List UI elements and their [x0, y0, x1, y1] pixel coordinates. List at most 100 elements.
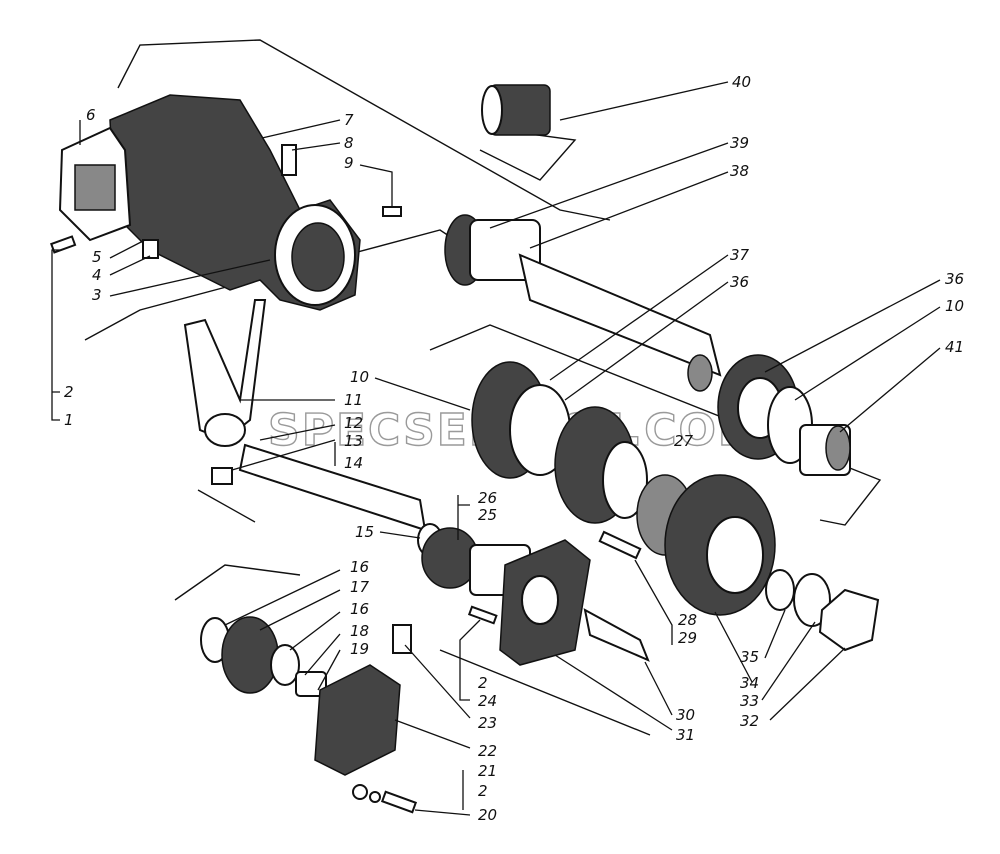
cover-31: [499, 539, 591, 666]
bolt-28: [598, 530, 642, 560]
label-28: 28: [678, 611, 697, 629]
leader-26-25: [457, 495, 470, 540]
leader-36a: [564, 281, 729, 401]
bolt-13: [211, 467, 233, 485]
bolt-1: [50, 235, 77, 254]
flange-34: [636, 474, 776, 616]
shift-rod-12: [238, 443, 427, 532]
leader-16a: [224, 569, 341, 626]
leader-30: [644, 661, 673, 716]
label-3: 3: [92, 286, 102, 304]
nut-32: [818, 588, 880, 652]
label-31: 31: [676, 726, 695, 744]
pin-14: [197, 489, 256, 523]
label-5: 5: [92, 248, 102, 266]
leader-28-29: [634, 559, 673, 645]
label-34: 34: [740, 674, 759, 692]
label-22: 22: [478, 742, 497, 760]
leader-3: [109, 259, 271, 297]
spring-30: [583, 608, 650, 662]
leader-17: [259, 589, 341, 631]
label-41: 41: [945, 338, 964, 356]
label-33: 33: [740, 692, 759, 710]
bolt-9: [382, 206, 402, 217]
leader-19: [317, 649, 341, 691]
leader-7: [261, 119, 341, 139]
group-outline-cover: [174, 564, 651, 736]
leader-31: [554, 654, 673, 731]
label-30: 30: [676, 706, 695, 724]
label-7: 7: [344, 111, 354, 129]
label-40: 40: [732, 73, 751, 91]
label-18: 18: [350, 622, 369, 640]
label-8: 8: [344, 134, 354, 152]
label-25: 25: [478, 506, 497, 524]
leader-5: [109, 239, 146, 259]
gear-17: [221, 616, 300, 694]
leader-2-1: [51, 249, 60, 421]
label-36b: 36: [945, 270, 964, 288]
shift-fork-11: [183, 299, 267, 447]
gearbox-housing: [58, 94, 361, 311]
label-2a: 2: [64, 383, 74, 401]
gear-27: [554, 406, 648, 524]
label-10a: 10: [945, 297, 964, 315]
leader-10b: [374, 377, 471, 411]
leader-37: [549, 254, 729, 381]
label-10b: 10: [350, 368, 369, 386]
cover-22: [314, 664, 401, 776]
leader-35: [764, 609, 786, 659]
label-9: 9: [344, 154, 354, 172]
leader-13-14: [231, 439, 336, 471]
label-1: 1: [64, 411, 74, 429]
label-27: 27: [674, 432, 694, 450]
label-6: 6: [86, 106, 96, 124]
sleeve-41: [799, 424, 851, 476]
leader-12: [259, 424, 336, 441]
label-17: 17: [350, 578, 370, 596]
label-16b: 16: [350, 600, 369, 618]
label-24: 24: [478, 692, 497, 710]
label-4: 4: [92, 266, 102, 284]
leader-21-20: [414, 770, 471, 816]
label-13: 13: [344, 432, 363, 450]
leader-39: [489, 142, 729, 229]
label-23: 23: [478, 714, 497, 732]
leader-36b: [764, 279, 941, 373]
label-36a: 36: [730, 273, 749, 291]
leader-22: [394, 719, 471, 749]
label-37: 37: [730, 246, 750, 264]
bolt-20: [380, 790, 418, 814]
label-35: 35: [740, 648, 759, 666]
label-20: 20: [478, 806, 497, 824]
group-outline-gears: [429, 324, 882, 526]
label-26: 26: [478, 489, 497, 507]
leader-40: [559, 81, 729, 121]
label-29: 29: [678, 629, 697, 647]
leader-41: [839, 347, 941, 433]
leader-8: [291, 142, 341, 151]
label-21: 21: [478, 762, 497, 780]
gear-37: [471, 361, 571, 479]
leader-32: [769, 647, 846, 721]
label-2c: 2: [478, 782, 488, 800]
leader-18: [304, 633, 341, 676]
nut-21: [352, 784, 381, 803]
label-2b: 2: [478, 674, 488, 692]
lockwasher-35: [765, 569, 795, 611]
main-shaft-38: [444, 214, 722, 392]
leader-9: [359, 164, 393, 207]
leader-34: [714, 611, 753, 683]
leader-16b: [289, 611, 341, 651]
leader-10a: [794, 306, 941, 401]
label-14: 14: [344, 454, 363, 472]
bolt-24: [467, 605, 498, 625]
fitting-4: [142, 239, 159, 259]
leader-15: [379, 531, 421, 539]
leader-2-24: [459, 619, 481, 701]
group-outline-housing: [117, 39, 611, 221]
label-16a: 16: [350, 558, 369, 576]
leader-4: [109, 255, 151, 276]
